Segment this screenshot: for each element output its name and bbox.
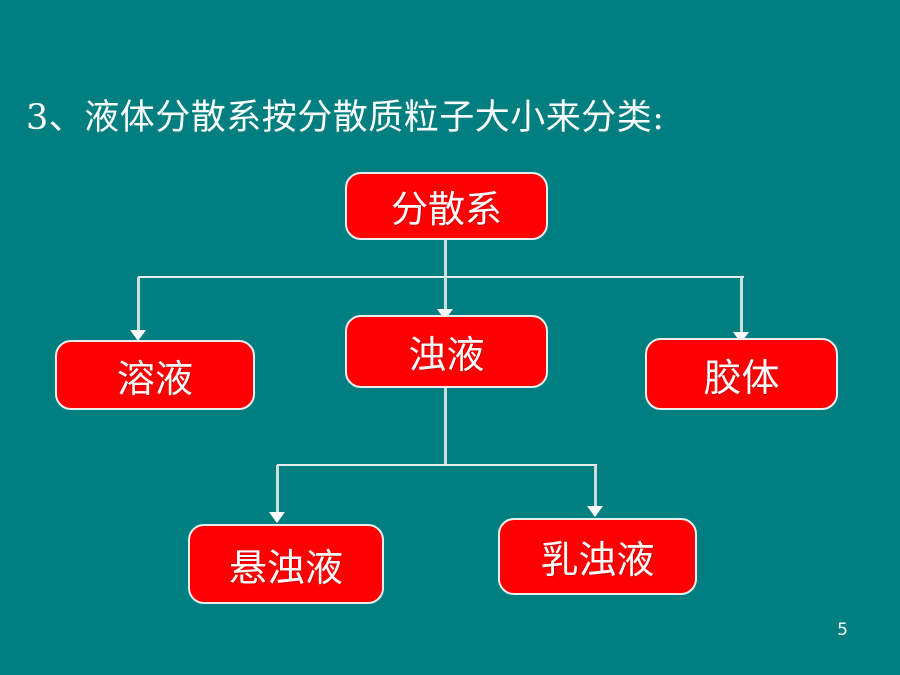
connector-level1-bus	[138, 276, 744, 278]
connector-to-jiaoti	[740, 277, 743, 336]
node-ruzhuoye[interactable]: 乳浊液	[498, 518, 697, 595]
connector-to-rongye	[137, 277, 140, 334]
node-xuanzhuoye[interactable]: 悬浊液	[188, 524, 384, 604]
arrowhead-rongye	[130, 330, 146, 341]
node-fenshanxi[interactable]: 分散系	[345, 172, 548, 240]
node-jiaoti[interactable]: 胶体	[645, 338, 838, 410]
connector-to-xuanzhuoye	[276, 465, 279, 516]
arrowhead-xuanzhuoye	[269, 512, 285, 523]
connector-level2-bus	[277, 464, 597, 466]
node-rongye[interactable]: 溶液	[55, 340, 255, 410]
connector-zhuoye-stem	[444, 388, 447, 466]
arrowhead-ruzhuoye	[587, 506, 603, 517]
connector-root-stem	[444, 239, 447, 279]
slide-title: 3、液体分散系按分散质粒子大小来分类:	[26, 98, 665, 138]
connector-to-zhuoye	[444, 277, 447, 313]
page-number: 5	[837, 620, 848, 640]
node-zhuoye[interactable]: 浊液	[345, 315, 548, 388]
connector-to-ruzhuoye	[594, 465, 597, 510]
arrowhead-zhuoye	[437, 309, 453, 320]
arrowhead-jiaoti	[733, 332, 749, 343]
